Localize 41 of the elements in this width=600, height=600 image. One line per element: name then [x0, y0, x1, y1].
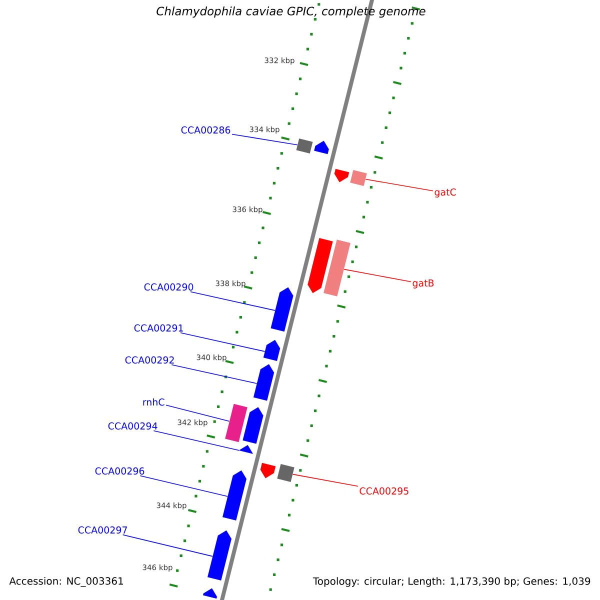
gene-feature	[308, 238, 333, 294]
gene-feature	[239, 445, 253, 454]
gene-label: CCA00286	[181, 126, 230, 134]
gene-feature	[350, 170, 367, 186]
gene-feature	[296, 138, 313, 154]
gene-feature	[260, 462, 276, 478]
gene-label: CCA00297	[78, 526, 127, 534]
title: Chlamydophila caviae GPIC, complete genome	[156, 6, 426, 18]
gene-feature	[253, 364, 274, 401]
gene-feature	[225, 404, 248, 442]
gene-feature	[263, 340, 280, 361]
summary-text: Topology: circular; Length: 1,173,390 bp; Genes: 1,039	[312, 577, 590, 587]
leader-line	[171, 364, 258, 384]
leader-line	[140, 475, 228, 497]
leader-line	[365, 178, 434, 192]
gene-label: rnhC	[143, 398, 164, 406]
gene-feature	[334, 168, 350, 182]
gene-feature	[202, 588, 218, 599]
gene-feature	[270, 287, 294, 332]
leader-line	[232, 134, 298, 146]
gene-label: CCA00296	[95, 467, 144, 475]
leader-line	[190, 291, 276, 311]
gene-label: CCA00292	[125, 356, 174, 364]
gene-feature	[314, 140, 329, 154]
gene-feature	[222, 470, 246, 521]
gene-feature	[277, 464, 294, 482]
leader-line	[180, 332, 266, 352]
gene-label: gatB	[412, 280, 434, 288]
gene-label: CCA00295	[360, 487, 408, 495]
leader-line	[153, 430, 240, 451]
gene-feature	[208, 530, 232, 581]
accession-text: Accession: NC_003361	[9, 577, 123, 587]
gene-feature	[324, 240, 350, 296]
gene-label: CCA00294	[108, 422, 158, 430]
leader-line	[292, 474, 358, 487]
leader-line	[122, 534, 213, 557]
leader-line	[344, 268, 412, 282]
gene-label: gatC	[434, 188, 456, 198]
gene-label: CCA00290	[144, 283, 194, 291]
leader-line	[166, 404, 230, 422]
gene-label: CCA00291	[134, 324, 183, 332]
